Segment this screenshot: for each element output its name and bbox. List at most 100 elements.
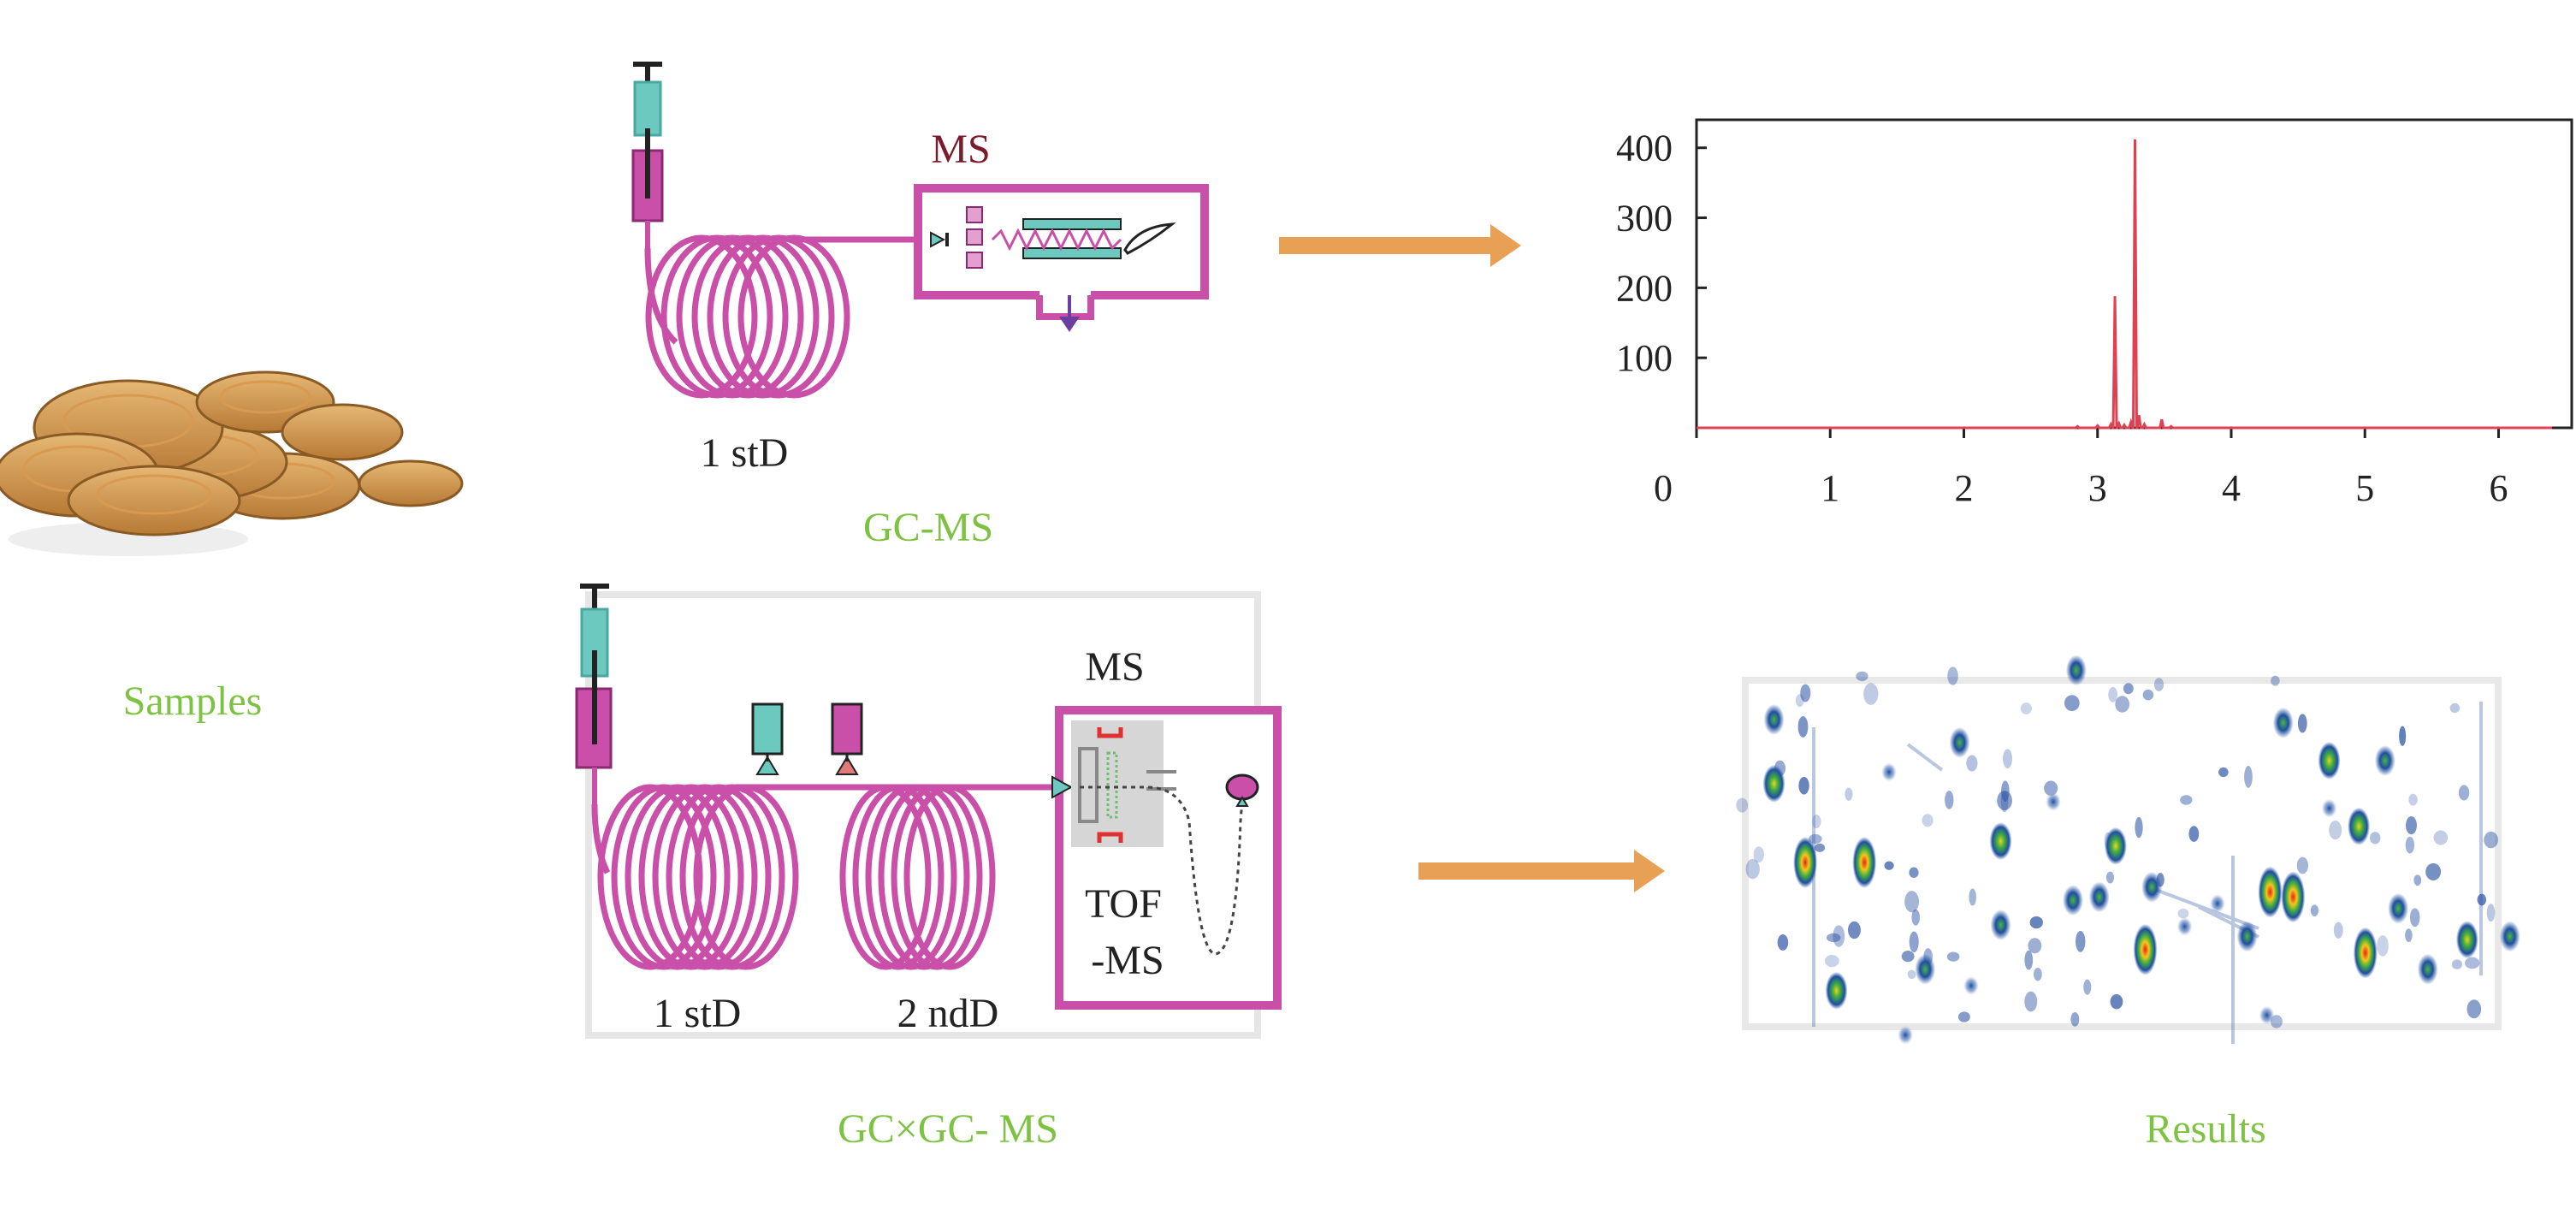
contour-speckle (1909, 931, 1919, 953)
contour-speckle (1814, 843, 1826, 852)
second-column-label: 2 ndD (897, 991, 999, 1036)
arrow-right-icon-bottom (1418, 850, 1665, 892)
y-tick-label: 100 (1616, 337, 1673, 379)
contour-speckle (1812, 814, 1821, 829)
gc-ms-instrument (631, 62, 1209, 399)
contour-speckle (2425, 862, 2442, 881)
contour-spot (1949, 726, 1970, 758)
contour-speckle (1753, 846, 1764, 863)
sample-slices-image (0, 370, 464, 556)
x-tick-label: 1 (1821, 467, 1839, 509)
contour-spot (2388, 892, 2409, 924)
contour-spot (1793, 837, 1818, 888)
contour-speckle (2188, 826, 2200, 842)
contour-speckle (2409, 908, 2420, 928)
contour-spot (1881, 762, 1897, 782)
contour-speckle (2477, 893, 2487, 906)
contour-speckle (2244, 766, 2253, 788)
contour-speckle (2405, 836, 2415, 854)
contour-speckle (2108, 686, 2118, 702)
contour-speckle (2070, 1012, 2080, 1027)
contour-plot-frame (1742, 677, 2502, 1030)
contour-spot (2236, 921, 2258, 952)
contour-speckle (1809, 833, 1822, 844)
contour-speckle (1736, 797, 1749, 813)
x-tick-label: 2 (1955, 467, 1974, 509)
contour-speckle (2105, 871, 2115, 884)
contour-speckle (1966, 755, 1978, 772)
gcxgc-ms-caption: GC×GC- MS (838, 1106, 1058, 1152)
contour-speckle (2115, 696, 2130, 713)
contour-speckle (1856, 671, 1868, 682)
contour-speckle (2310, 904, 2319, 916)
contour-spot (1763, 703, 1785, 735)
contour-speckle (1745, 858, 1760, 880)
x-tick-label: 3 (2088, 467, 2107, 509)
contour-speckle (1904, 891, 1920, 913)
contour-spot (2259, 1005, 2275, 1025)
contour-speckle (1947, 667, 1958, 685)
contour-speckle (1826, 933, 1841, 943)
contour-spot (2133, 923, 2158, 975)
first-dimension-column-icon (591, 784, 1052, 970)
contour-speckle (2001, 780, 2010, 803)
contour-speckle (1969, 888, 1977, 906)
gc-ms-detector-label: MS (931, 127, 990, 172)
contour-speckle (2000, 791, 2009, 813)
contour-speckle (2110, 994, 2123, 1010)
tof-ms-detector-icon (1051, 706, 1282, 1010)
contour-speckle (1911, 909, 1921, 926)
first-column-label: 1 stD (654, 991, 742, 1036)
contour-spot (2141, 871, 2163, 903)
contour-spot (2318, 741, 2341, 779)
y-tick-label: 200 (1616, 267, 1673, 309)
contour-speckle (2399, 726, 2407, 746)
contour-spot (1990, 909, 2011, 940)
contour-spot (1915, 953, 1936, 985)
contour-speckle (2449, 702, 2461, 714)
contour-speckle (2024, 950, 2034, 970)
modulator-magenta-icon (831, 702, 863, 775)
contour-speckle (2044, 780, 2058, 796)
y-tick-label: 400 (1616, 127, 1673, 169)
contour-speckle (1922, 814, 1933, 827)
samples-label: Samples (123, 679, 263, 724)
x-tick-label: 4 (2222, 467, 2241, 509)
contour-speckle (2484, 831, 2498, 849)
x-tick-label: 0 (1654, 467, 1673, 509)
contour-spot (2348, 807, 2371, 845)
contour-speckle (2034, 967, 2042, 981)
ms-detector-icon (914, 184, 1209, 332)
contour-speckle (1909, 867, 1919, 878)
contour-speckle (2433, 830, 2449, 845)
contour-spot (1762, 764, 1785, 803)
contour-spot (1963, 976, 1979, 995)
contour-spot (2321, 798, 2337, 818)
contour-speckle (1824, 955, 1839, 968)
contour-speckle (1845, 787, 1853, 801)
contour-speckle (1797, 716, 1809, 738)
contour-speckle (2296, 856, 2309, 874)
contour-speckle (2064, 695, 2080, 712)
contour-speckle (1847, 921, 1861, 939)
contour-speckle (2180, 795, 2193, 805)
contour-speckle (2076, 930, 2086, 952)
contour-spot (2258, 866, 2283, 918)
contour-speckle (2408, 793, 2418, 806)
contour-speckle (1800, 684, 1811, 702)
tof-label-line1: TOF (1085, 881, 1162, 927)
contour-speckle (2466, 999, 2482, 1019)
contour-speckle (1901, 951, 1915, 963)
contour-speckle (2024, 991, 2038, 1012)
contour-spot (2046, 791, 2061, 811)
y-tick-label: 300 (1616, 198, 1673, 240)
contour-speckle (1907, 969, 1916, 980)
contour-speckle (2333, 922, 2343, 939)
contour-speckle (2028, 938, 2042, 954)
contour-speckle (2083, 979, 2092, 995)
contour-spot (2353, 927, 2378, 979)
contour-spot (1825, 971, 1848, 1010)
